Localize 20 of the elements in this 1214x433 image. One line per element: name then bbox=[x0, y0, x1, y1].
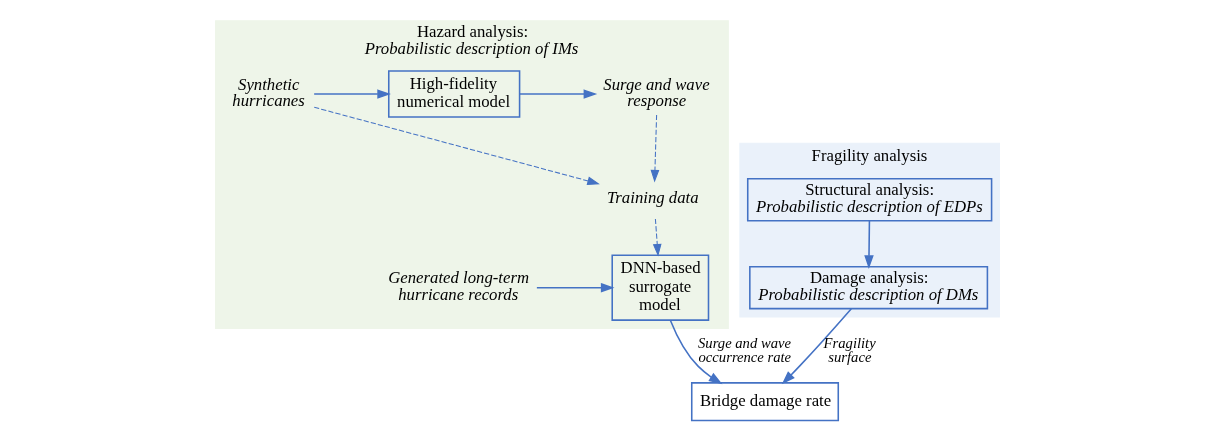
edge-label: Surge and wave occurrence rate bbox=[697, 334, 791, 366]
node-text: Surge and wave response bbox=[602, 74, 710, 111]
node-box: Bridge damage rate bbox=[690, 382, 839, 422]
node-text: Synthetic hurricanes bbox=[231, 74, 305, 111]
arrow bbox=[652, 218, 662, 257]
arrow bbox=[312, 89, 391, 99]
node-box: DNN-based surrogate model bbox=[610, 254, 709, 321]
arrow bbox=[781, 307, 852, 385]
node-text: Generated long-term hurricane records bbox=[387, 268, 529, 305]
node-box: Structural analysis: Probabilistic description of EDPs bbox=[746, 178, 992, 222]
arrow bbox=[313, 106, 600, 186]
arrow bbox=[650, 114, 659, 183]
node-text: Training data bbox=[606, 187, 699, 207]
edge-label: Fragility surface bbox=[823, 334, 876, 366]
node-box: High-fidelity numerical model bbox=[387, 70, 520, 118]
arrow bbox=[863, 219, 874, 269]
arrow bbox=[518, 89, 597, 99]
node-box: Damage analysis: Probabilistic description of DMs bbox=[748, 265, 988, 310]
arrow bbox=[669, 319, 722, 385]
arrow bbox=[535, 282, 614, 293]
